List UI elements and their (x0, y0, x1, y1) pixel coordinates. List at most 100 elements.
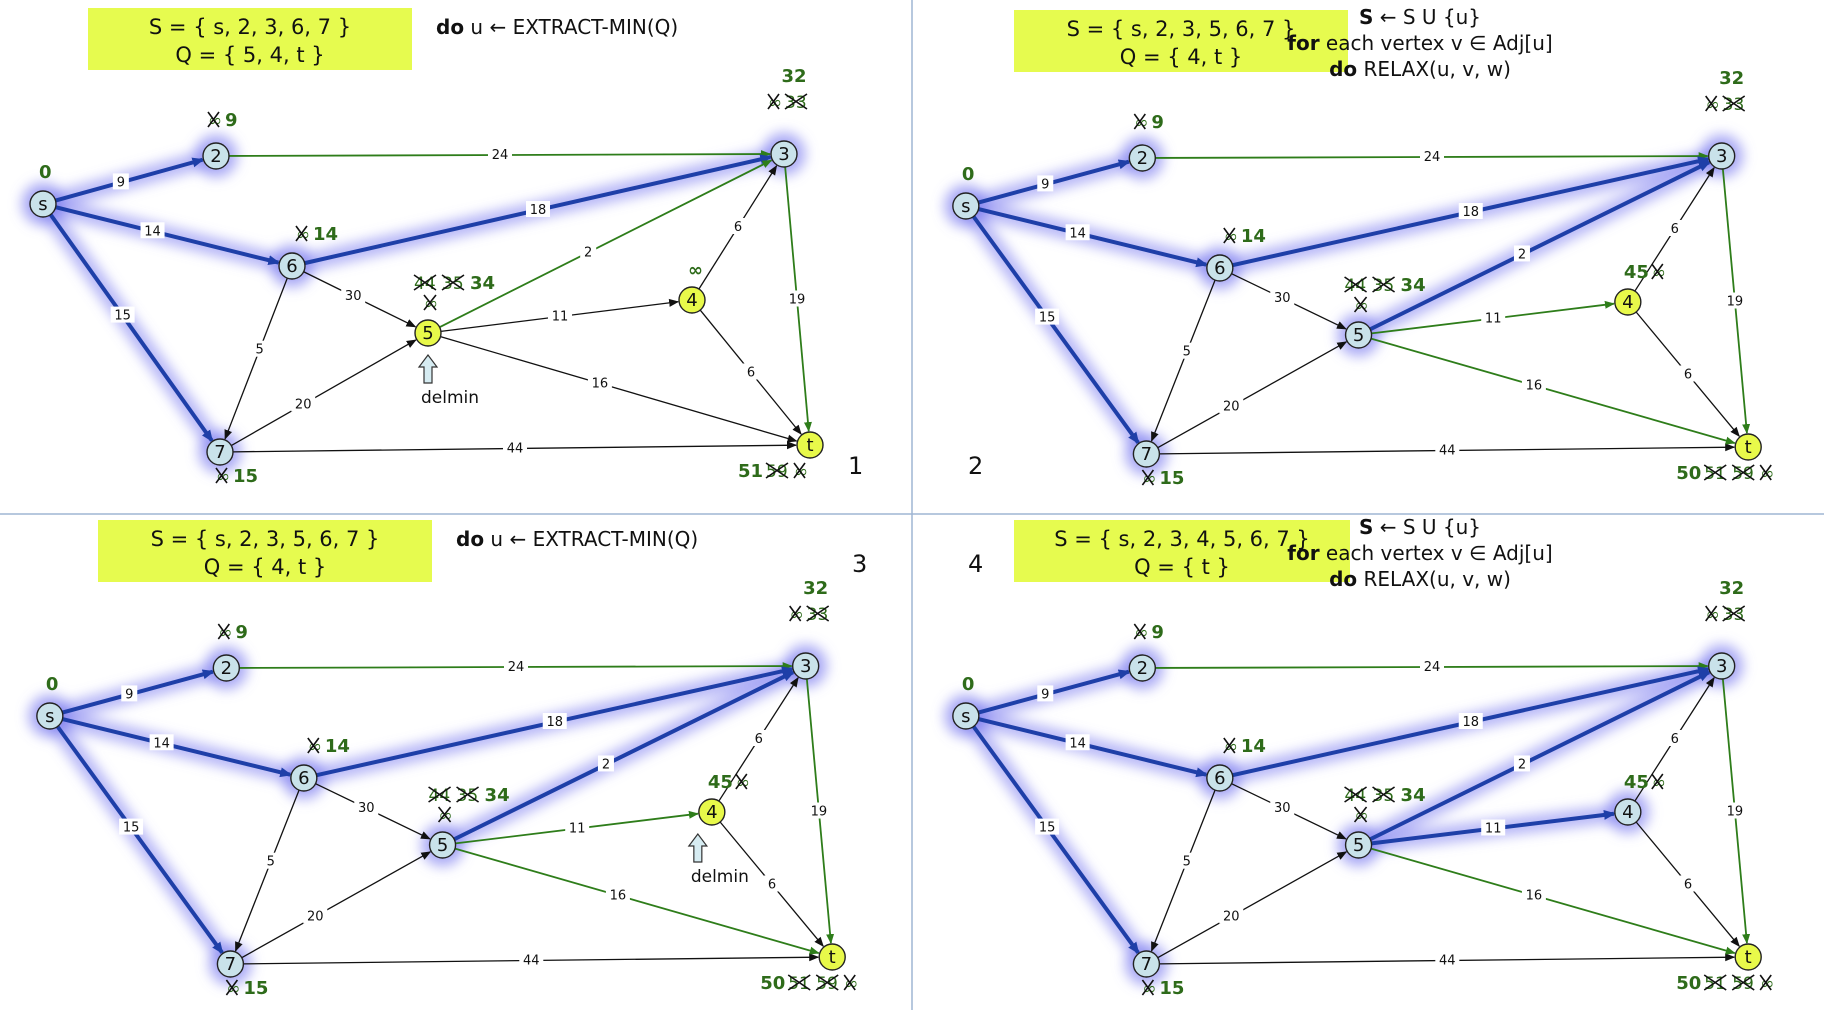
cross-mark (1731, 464, 1755, 481)
node-label-s: s (45, 706, 54, 727)
edge-weight-bg (1521, 886, 1546, 903)
edge-weight-5-t: 16 (1526, 378, 1543, 393)
edge-weight-s-7: 15 (1039, 821, 1056, 836)
dist-value: 9 (225, 110, 238, 131)
node-label-7: 7 (214, 442, 225, 463)
dist-label-6: ∞14 (1223, 736, 1266, 757)
edge-weight-bg (1037, 175, 1054, 192)
edge-weight-5-3: 2 (602, 757, 610, 772)
node-6 (290, 764, 318, 792)
edge-weight-bg (1035, 308, 1060, 325)
cross-mark (217, 623, 230, 640)
cross-mark (793, 462, 806, 479)
edge-weight-bg (1722, 802, 1747, 819)
cross-mark (428, 786, 452, 803)
edge-weight-5-t: 16 (592, 376, 609, 391)
dist-label-2: ∞9 (217, 622, 248, 643)
cross-mark (806, 605, 830, 622)
edge-weight-5-3: 2 (1518, 757, 1526, 772)
node-5 (1344, 321, 1373, 349)
cross-mark (1703, 464, 1727, 481)
node-2 (1128, 654, 1157, 682)
edge-6-7 (1150, 279, 1216, 442)
edge-weight-6-7: 5 (1183, 855, 1191, 870)
dist-value: 50 (1676, 463, 1701, 484)
dist-label-s: 0 (962, 674, 975, 695)
edge-weight-bg (1037, 685, 1054, 702)
edge-weight-2-3: 24 (492, 148, 509, 163)
panel-1: S = { s, 2, 3, 6, 7 }Q = { 5, 4, t }do u… (21, 8, 863, 487)
edge-weight-6-5: 30 (1274, 291, 1291, 306)
cross-mark (1223, 227, 1236, 244)
cross-mark (765, 462, 789, 479)
edge-weight-bg (1666, 730, 1683, 746)
edge-weight-5-4: 11 (552, 310, 569, 325)
edge-weight-4-3: 6 (1671, 222, 1679, 237)
edge-weight-7-5: 20 (307, 909, 324, 924)
edge-s-2 (977, 159, 1131, 205)
dist-label-6: ∞14 (1223, 226, 1266, 247)
node-label-s: s (961, 706, 970, 727)
edge-weight-7-t: 44 (1439, 444, 1456, 459)
edge-weight-bg (1270, 799, 1295, 816)
edge-weight-5-3: 2 (1518, 247, 1526, 262)
edge-s-6 (978, 717, 1209, 778)
dist-value: 45 (1624, 262, 1649, 283)
edge-weight-bg (1513, 245, 1530, 262)
dist-value: 14 (325, 736, 350, 757)
code-line: do u ← EXTRACT-MIN(Q) (436, 15, 678, 39)
set-box (1014, 520, 1350, 582)
cross-mark (413, 274, 437, 291)
node-4 (678, 286, 706, 314)
edge-6-7 (224, 277, 288, 440)
node-2 (212, 654, 241, 682)
edge-weight-bg (580, 243, 597, 260)
edge-weight-bg (1458, 713, 1483, 729)
cross-mark (1133, 623, 1146, 640)
edge-weight-s-6: 14 (153, 736, 170, 751)
panel-4: S = { s, 2, 3, 4, 5, 6, 7 }Q = { t }S ← … (943, 515, 1774, 999)
dist-label-3: 32∞33 (789, 578, 830, 625)
node-label-2: 2 (210, 146, 221, 167)
dist-label-4: 45∞ (1624, 262, 1666, 283)
edge-weight-5-3: 2 (584, 245, 592, 260)
node-label-5: 5 (1353, 325, 1364, 346)
dist-value: 9 (1151, 112, 1164, 133)
edge-weight-s-2: 9 (1041, 687, 1049, 702)
edge-weight-bg (1513, 755, 1530, 772)
dist-label-6: ∞14 (307, 736, 350, 757)
edge-5-t (454, 847, 820, 955)
edge-weight-bg (1722, 292, 1747, 309)
edge-weight-bg (1481, 309, 1506, 326)
node-4 (1614, 798, 1642, 826)
edge-weight-3-t: 19 (789, 293, 806, 308)
edge-weight-5-4: 11 (569, 822, 586, 837)
edge-s-6 (978, 207, 1209, 268)
dist-label-2: ∞9 (207, 110, 238, 131)
dist-value: 34 (1401, 275, 1426, 296)
dist-value: 15 (243, 978, 268, 999)
dist-top: 32 (1719, 578, 1744, 599)
node-label-6: 6 (1214, 258, 1225, 279)
edge-weight-6-3: 18 (1462, 205, 1479, 220)
edge-weight-bg (251, 340, 268, 357)
edge-weight-7-t: 44 (507, 442, 524, 457)
node-label-7: 7 (1141, 444, 1152, 465)
node-label-6: 6 (298, 768, 309, 789)
panel-number: 1 (848, 452, 863, 480)
edge-weight-6-5: 30 (358, 801, 375, 816)
code-line: do u ← EXTRACT-MIN(Q) (456, 527, 698, 551)
edge-weight-bg (1270, 289, 1295, 306)
panel-3: S = { s, 2, 3, 5, 6, 7 }Q = { 4, t }do u… (27, 520, 867, 999)
edge-weight-6-3: 18 (546, 715, 563, 730)
node-label-5: 5 (1353, 835, 1364, 856)
edge-s-6 (55, 205, 281, 266)
edge-weight-6-7: 5 (267, 855, 275, 870)
dist-value: 0 (962, 674, 975, 695)
set-box (98, 520, 432, 582)
edge-weight-bg (730, 218, 746, 234)
edge-weight-6-3: 18 (530, 203, 547, 218)
dist-value: 14 (1241, 736, 1266, 757)
node-4 (1614, 288, 1642, 316)
node-t (1734, 433, 1762, 461)
